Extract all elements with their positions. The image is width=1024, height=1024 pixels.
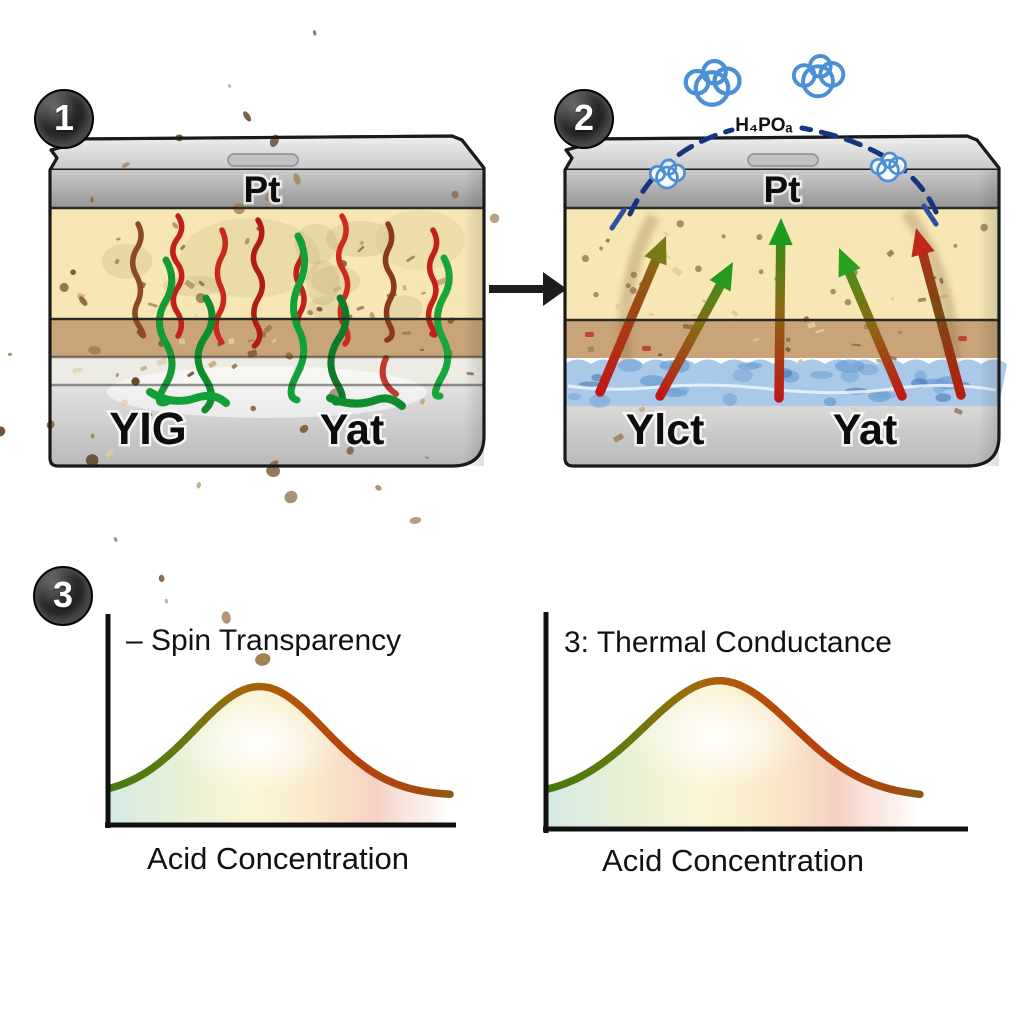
curve-peak-glow <box>174 690 345 795</box>
cloud-puff-icon <box>648 158 686 190</box>
panel-1-interlayer <box>50 319 484 357</box>
panel-2-top-tab <box>747 153 819 167</box>
curve-peak-glow <box>627 682 812 791</box>
chart-1-title: – Spin Transparency <box>126 624 401 657</box>
step-3-number: 3 <box>52 574 74 615</box>
frost-blue-layer <box>565 358 1007 408</box>
panel-1-cream-layer <box>50 208 484 319</box>
transition-arrow <box>489 272 567 306</box>
axes <box>105 614 456 828</box>
chart-2-title: 3: Thermal Conductance <box>564 626 892 659</box>
panel-2-outline <box>563 134 1001 468</box>
panel-2-left-substrate-label: Ylct <box>626 406 705 454</box>
etched-debris-particles <box>0 30 500 666</box>
cloud-puff-icon <box>683 58 742 107</box>
panel-1-left-substrate-label: YIG <box>109 403 187 454</box>
panel-1-right-substrate-label: Yat <box>320 406 385 454</box>
axes <box>543 612 968 833</box>
panel-1-pt-layer <box>50 170 484 208</box>
vapor-cloud-icons <box>648 54 907 190</box>
panel-2-substrate <box>565 400 999 466</box>
panel-1-pt-label: Pt <box>244 169 281 210</box>
panel-2-right-substrate-label: Yat <box>833 406 898 454</box>
panel-1-before-etch: Pt YIG Yat <box>0 30 500 666</box>
chart-2-xlabel: Acid Concentration <box>602 843 864 878</box>
panel-1-top-tab <box>227 153 299 167</box>
chart-spin-transparency: – Spin Transparency Acid Concentration <box>105 614 456 876</box>
right-arrow-icon <box>489 272 567 306</box>
cloud-puff-icon <box>791 54 846 99</box>
step-2-badge: 2 <box>554 89 614 149</box>
panel-2-after-etch: H₄POₐ Pt Ylct Yat <box>563 54 1007 468</box>
chart-1-xlabel: Acid Concentration <box>147 841 409 876</box>
panel-1-outline <box>48 134 486 468</box>
step-1-number: 1 <box>53 97 75 138</box>
bell-curve <box>106 682 454 799</box>
chart-thermal-conductance: 3: Thermal Conductance Acid Concentratio… <box>543 612 968 878</box>
step-1-badge: 1 <box>34 89 94 149</box>
panel-2-pt-label: Pt <box>764 169 801 210</box>
bell-curve <box>544 677 924 799</box>
vapor-formula-label: H₄POₐ <box>735 115 793 136</box>
step-2-number: 2 <box>573 97 595 138</box>
interlayer-grain-texture <box>578 231 967 443</box>
layer-separators <box>50 206 484 387</box>
cloud-puff-icon <box>869 151 907 183</box>
vapor-side-dashes <box>609 203 939 231</box>
step-3-badge: 3 <box>33 566 93 626</box>
